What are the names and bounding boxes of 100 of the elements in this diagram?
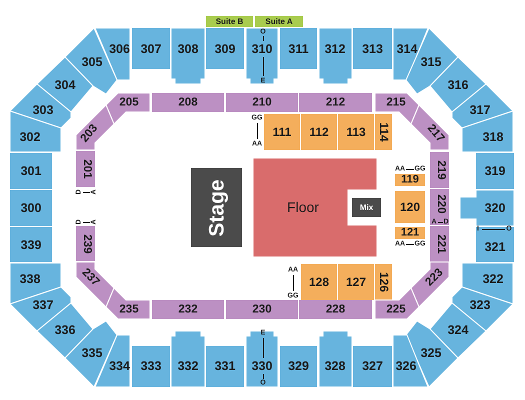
seating-section (299, 93, 372, 112)
seating-section (226, 93, 298, 112)
section-number: 239 (80, 234, 92, 254)
suite-label: Suite A (265, 18, 293, 26)
section-number: 321 (484, 240, 506, 254)
section-number: 329 (288, 360, 309, 372)
section-number: 325 (420, 346, 442, 360)
section-number: 302 (20, 130, 40, 144)
section-number: 300 (20, 202, 42, 214)
section-number: 307 (140, 42, 162, 55)
seating-section (10, 190, 52, 226)
section-number: 317 (470, 104, 490, 116)
seating-section (395, 191, 425, 223)
seating-section (476, 153, 514, 189)
section-number: 210 (252, 96, 272, 108)
seating-section (338, 264, 374, 300)
floor-label: Floor (287, 200, 319, 214)
section-number: 337 (32, 298, 54, 312)
section-number: 114 (378, 122, 390, 142)
section-number: 323 (470, 298, 490, 312)
section-number: 119 (401, 174, 419, 186)
section-number: 228 (326, 304, 346, 316)
section-number: 220 (434, 194, 446, 214)
section-number: 311 (288, 42, 309, 55)
suite-label: Suite B (216, 18, 244, 26)
section-number: 313 (362, 42, 383, 55)
section-number: 208 (178, 96, 198, 108)
section-number: 112 (309, 126, 329, 138)
section-number: 322 (482, 272, 504, 286)
seating-section (106, 288, 150, 319)
stage-label: Stage (206, 178, 227, 236)
seating-section (338, 114, 374, 150)
seating-section (246, 331, 278, 387)
seating-section (132, 28, 170, 69)
section-number: 212 (326, 96, 346, 108)
seating-section (299, 300, 372, 319)
seating-section (264, 114, 300, 150)
section-number: 219 (434, 160, 446, 180)
seating-section (460, 190, 514, 226)
seating-section (246, 28, 278, 84)
section-number: 309 (214, 42, 236, 55)
section-number: 111 (272, 126, 292, 138)
section-number: 318 (482, 130, 504, 144)
section-number: 316 (448, 78, 468, 92)
seating-section (430, 226, 449, 262)
seating-section (375, 114, 392, 150)
section-number: 315 (420, 56, 442, 68)
seating-section (319, 28, 352, 84)
section-number: 320 (484, 202, 506, 214)
section-number: 312 (324, 42, 346, 56)
section-number: 332 (178, 360, 198, 372)
seating-section (395, 174, 425, 186)
seating-section (430, 189, 449, 225)
section-number: 120 (400, 201, 420, 213)
seating-section (375, 264, 392, 300)
suite-section (206, 16, 253, 27)
section-number: 225 (386, 304, 406, 316)
section-number: 205 (119, 97, 139, 109)
section-number: 235 (119, 304, 139, 316)
section-number: 215 (386, 97, 406, 109)
seating-section (476, 227, 514, 262)
mix-position-block (352, 198, 381, 217)
section-number: 113 (346, 126, 366, 138)
seating-section (411, 105, 449, 150)
seating-section (10, 227, 52, 262)
section-number: 232 (178, 304, 198, 316)
seating-section (280, 346, 317, 387)
section-number: 338 (20, 272, 40, 286)
section-number: 304 (54, 78, 76, 92)
section-number: 333 (140, 360, 162, 372)
section-number: 336 (54, 324, 76, 336)
seating-section (206, 346, 244, 387)
seating-section (301, 264, 337, 300)
section-number: 221 (434, 234, 446, 254)
mix-label: Mix (360, 204, 374, 212)
section-number: 203 (79, 122, 101, 146)
suite-section (255, 16, 303, 27)
seating-section (226, 300, 298, 319)
seating-section (353, 28, 392, 69)
seating-section (280, 28, 317, 69)
section-number: 201 (80, 159, 92, 179)
seating-section (171, 331, 205, 387)
section-number: 324 (448, 324, 468, 336)
section-number: 237 (79, 267, 101, 289)
section-number: 126 (378, 272, 390, 292)
section-number: 305 (82, 56, 102, 68)
section-number: 335 (82, 346, 102, 360)
seating-section (430, 152, 449, 188)
section-number: 327 (362, 360, 383, 372)
section-number: 121 (400, 228, 420, 238)
seating-section (76, 151, 95, 187)
section-number: 310 (252, 42, 272, 56)
seating-section (152, 300, 224, 319)
section-number: 127 (346, 276, 366, 288)
section-number: 330 (252, 360, 272, 372)
floor-section (253, 158, 377, 257)
seating-section (10, 153, 52, 189)
section-number: 326 (396, 360, 416, 372)
seating-section (76, 105, 114, 150)
seating-section (319, 331, 352, 387)
